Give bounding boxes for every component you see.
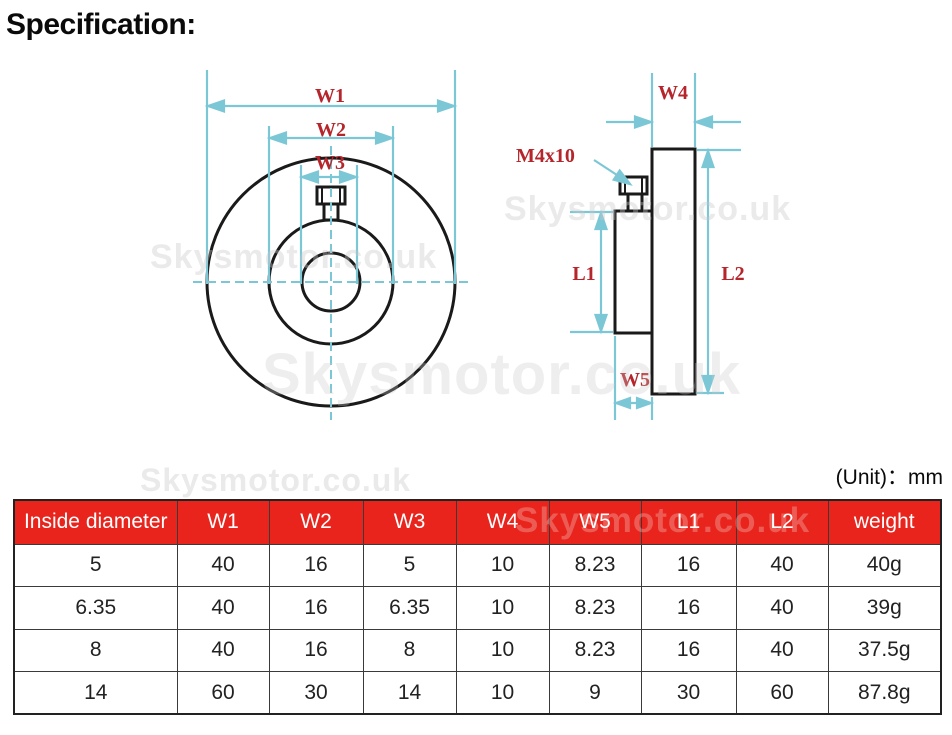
column-header-w4: W4 (455, 499, 550, 545)
cell: 14 (362, 671, 457, 715)
dimension-label-w2: W2 (316, 119, 346, 141)
cell: 8 (362, 628, 457, 672)
cell: 16 (268, 543, 364, 587)
cell: 16 (268, 586, 364, 630)
column-header-w2: W2 (268, 499, 364, 545)
table-row: 6.35 40 16 6.35 10 8.23 16 40 39g (13, 586, 942, 630)
cell: 40 (176, 543, 270, 587)
dimension-label-w3: W3 (315, 152, 345, 174)
dimension-label-screw: M4x10 (516, 145, 575, 167)
technical-drawing (193, 70, 741, 420)
table-row: 14 60 30 14 10 9 30 60 87.8g (13, 671, 942, 715)
disc-rect (650, 147, 697, 396)
cell: 10 (455, 628, 550, 672)
cell: 10 (455, 543, 550, 587)
dimension-label-w1: W1 (315, 85, 345, 107)
column-header-l2: L2 (735, 499, 829, 545)
dimension-lines (204, 70, 741, 420)
cell: 40 (735, 586, 829, 630)
table-header-row: Inside diameter W1 W2 W3 W4 W5 L1 L2 wei… (13, 499, 942, 545)
cell: 60 (176, 671, 270, 715)
cell: 30 (268, 671, 364, 715)
cell: 10 (455, 671, 550, 715)
cell: 40 (735, 628, 829, 672)
cell: 8.23 (548, 628, 642, 672)
cell: 8.23 (548, 543, 642, 587)
dimension-label-w5: W5 (620, 369, 650, 391)
cell: 40 (176, 586, 270, 630)
cell: 37.5g (827, 628, 942, 672)
cell: 40 (735, 543, 829, 587)
cell: 16 (640, 628, 737, 672)
cell: 14 (13, 671, 178, 715)
cell: 8.23 (548, 586, 642, 630)
dimension-label-l1: L1 (572, 263, 596, 285)
cell: 30 (640, 671, 737, 715)
table-row: 5 40 16 5 10 8.23 16 40 40g (13, 543, 942, 587)
cell: 8 (13, 628, 178, 672)
table-row: 8 40 16 8 10 8.23 16 40 37.5g (13, 628, 942, 672)
dimension-label-w4: W4 (658, 82, 688, 104)
cell: 5 (13, 543, 178, 587)
watermark: Skysmotor.co.uk (140, 462, 412, 498)
cell: 10 (455, 586, 550, 630)
cell: 87.8g (827, 671, 942, 715)
column-header-w1: W1 (176, 499, 270, 545)
cell: 9 (548, 671, 642, 715)
cell: 16 (640, 543, 737, 587)
cell: 5 (362, 543, 457, 587)
cell: 39g (827, 586, 942, 630)
center-lines (193, 146, 470, 420)
cell: 40 (176, 628, 270, 672)
hub-rect (613, 209, 654, 335)
cell: 16 (640, 586, 737, 630)
column-header-l1: L1 (640, 499, 737, 545)
cell: 40g (827, 543, 942, 587)
column-header-w5: W5 (548, 499, 642, 545)
spec-table: Inside diameter W1 W2 W3 W4 W5 L1 L2 wei… (13, 499, 942, 715)
cell: 6.35 (13, 586, 178, 630)
cell: 16 (268, 628, 364, 672)
cell: 60 (735, 671, 829, 715)
cell: 6.35 (362, 586, 457, 630)
dimension-label-l2: L2 (721, 263, 745, 285)
column-header-w3: W3 (362, 499, 457, 545)
column-header-weight: weight (827, 499, 942, 545)
page-title: Specification: (6, 8, 196, 41)
unit-label: (Unit)：mm (835, 466, 943, 489)
side-view-drawing (613, 147, 697, 396)
setscrew-stem-side (626, 192, 644, 213)
column-header-inside-diameter: Inside diameter (13, 499, 178, 545)
